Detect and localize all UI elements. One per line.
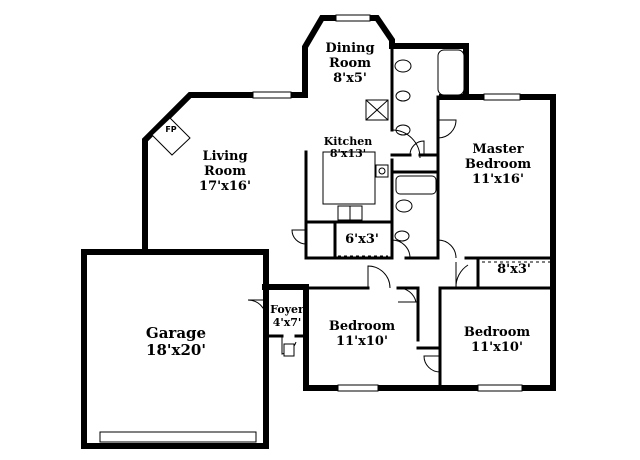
foyer-size: 4'x7': [273, 316, 302, 329]
hall-tub: [395, 175, 437, 195]
garage-door: [99, 431, 257, 443]
garage-name: Garage: [146, 324, 206, 342]
kitchen-name: Kitchen: [324, 135, 373, 148]
living-size: 17'x16': [199, 179, 251, 194]
bedroom1-size: 11'x10': [336, 334, 388, 349]
toilet-1: [394, 59, 412, 73]
sink-2: [395, 124, 411, 136]
bedroom1-name: Bedroom: [329, 319, 396, 334]
kitchen-fixtures: [322, 99, 389, 221]
master-name-2: Bedroom: [465, 157, 532, 172]
exterior-walls: [81, 15, 556, 449]
window-master: [483, 93, 521, 101]
master-tub: [437, 49, 465, 96]
window-bedroom1: [337, 384, 379, 392]
foyer-name: Foyer: [270, 303, 304, 316]
bathroom-fixtures: [394, 49, 465, 242]
door-garage[interactable]: [247, 299, 267, 319]
door-kitchen-pantry[interactable]: [291, 229, 307, 245]
fireplace-label: FP: [165, 125, 176, 134]
door-master-bath[interactable]: [437, 119, 457, 139]
room-labels: Dining Room 8'x5' Living Room 17'x16' Ki…: [146, 41, 531, 359]
toilet-2: [395, 199, 413, 213]
sink-3: [394, 230, 410, 242]
window-bedroom2: [477, 384, 523, 392]
door-bath-linen[interactable]: [409, 140, 425, 156]
windows: [99, 14, 523, 443]
kitchen-island: [322, 151, 376, 205]
foyer-closet: [283, 343, 295, 357]
dining-size: 8'x5': [333, 71, 367, 86]
door-bedroom2-closet[interactable]: [423, 355, 441, 373]
door-bedroom1-closet[interactable]: [397, 287, 417, 303]
bedroom2-size: 11'x10': [471, 340, 523, 355]
garage-size: 18'x20': [146, 341, 206, 359]
kitchen-size: 8'x13': [330, 147, 366, 160]
doors: [247, 119, 469, 373]
sink-1: [395, 90, 411, 102]
master-size: 11'x16': [472, 172, 524, 187]
master-name-1: Master: [472, 142, 523, 157]
window-dining: [335, 14, 371, 22]
dining-name-2: Room: [329, 56, 371, 71]
door-bedroom1[interactable]: [367, 265, 391, 289]
door-master-closet[interactable]: [455, 262, 469, 289]
living-name-2: Room: [204, 164, 246, 179]
closet-b-size: 8'x3': [497, 262, 531, 277]
dining-name-1: Dining: [325, 41, 374, 56]
living-name-1: Living: [202, 149, 247, 164]
fireplace: FP: [151, 117, 191, 156]
window-living: [252, 91, 292, 99]
door-hall-bath[interactable]: [391, 239, 411, 259]
bedroom2-name: Bedroom: [464, 325, 531, 340]
door-master[interactable]: [437, 239, 457, 259]
door-bath-kitchen[interactable]: [391, 129, 421, 159]
interior-walls: [264, 42, 555, 390]
closet-a-size: 6'x3': [345, 232, 379, 247]
closet-shelves: [338, 255, 550, 263]
